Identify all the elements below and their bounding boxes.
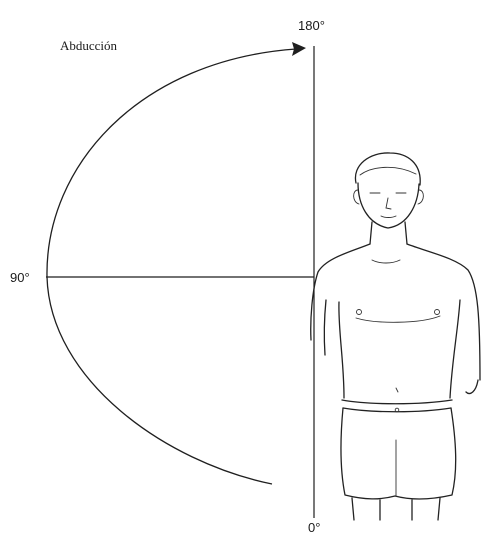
figure-torso-left	[339, 302, 344, 398]
figure-shorts-waistband	[342, 400, 452, 404]
figure-right-shoulder-arm	[407, 244, 480, 380]
figure-legs	[352, 498, 354, 520]
angle-label-0: 0°	[308, 520, 320, 535]
arc-arrowhead	[292, 42, 306, 56]
figure-head	[358, 183, 419, 228]
human-figure-illustration	[311, 153, 480, 520]
angle-label-180: 180°	[298, 18, 325, 33]
figure-torso-right	[450, 300, 460, 398]
figure-shorts	[341, 408, 456, 499]
angle-label-90: 90°	[10, 270, 30, 285]
figure-left-shoulder-arm	[311, 244, 370, 340]
abduction-arc	[47, 49, 296, 484]
motion-label: Abducción	[60, 38, 118, 53]
figure-neck	[370, 222, 372, 244]
figure-hair	[355, 153, 420, 185]
